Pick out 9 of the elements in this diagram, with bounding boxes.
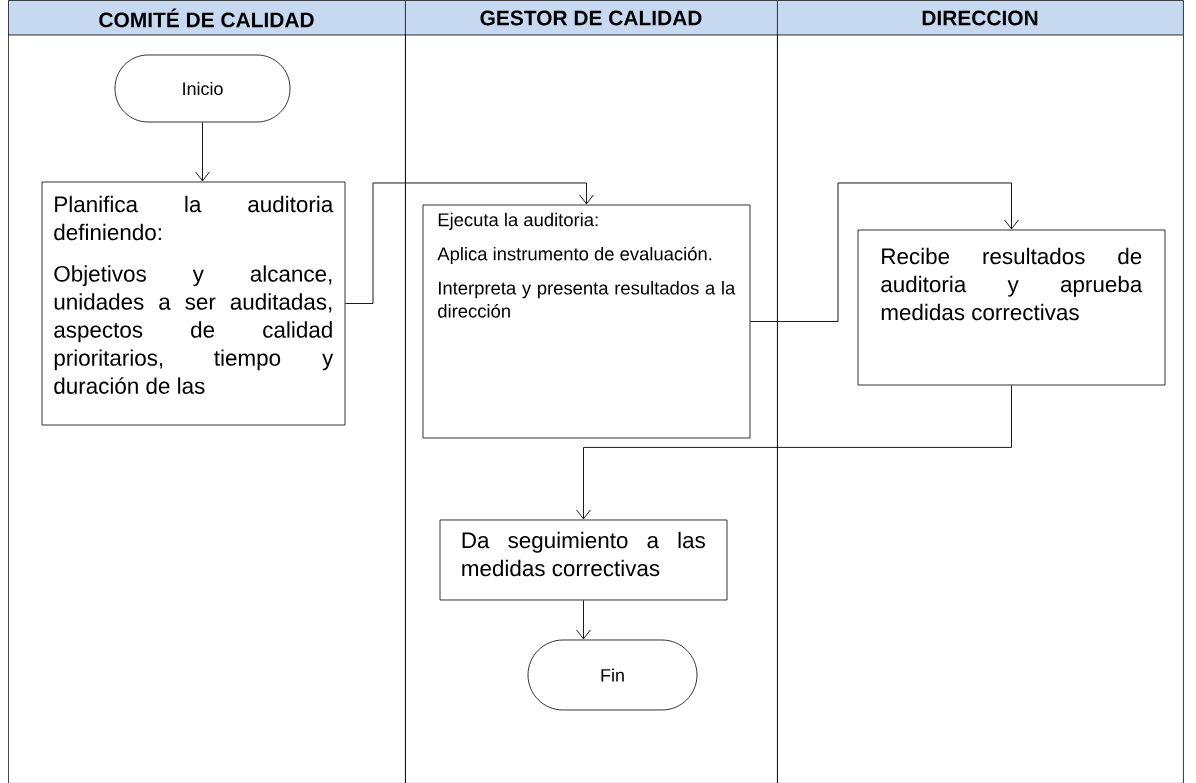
arrow <box>576 384 1012 520</box>
arrow <box>195 121 210 182</box>
process-box: Planifica la auditoria definiendo: Objetivos y alcance, unidades a ser auditadas, aspectos de calidad prioritarios, tiempo y duración de las <box>41 181 346 426</box>
process-box: Ejecuta la auditoria: Aplica instrumento de evaluación. Interpreta y presenta resultados a la dirección <box>422 204 751 439</box>
process-box: Da seguimiento a las medidas correctivas <box>439 519 728 601</box>
arrow <box>749 182 1019 322</box>
process-box: Recibe resultados de auditoria y aprueba medidas correctivas <box>857 229 1166 386</box>
arrow <box>344 182 594 304</box>
arrow <box>576 599 591 640</box>
